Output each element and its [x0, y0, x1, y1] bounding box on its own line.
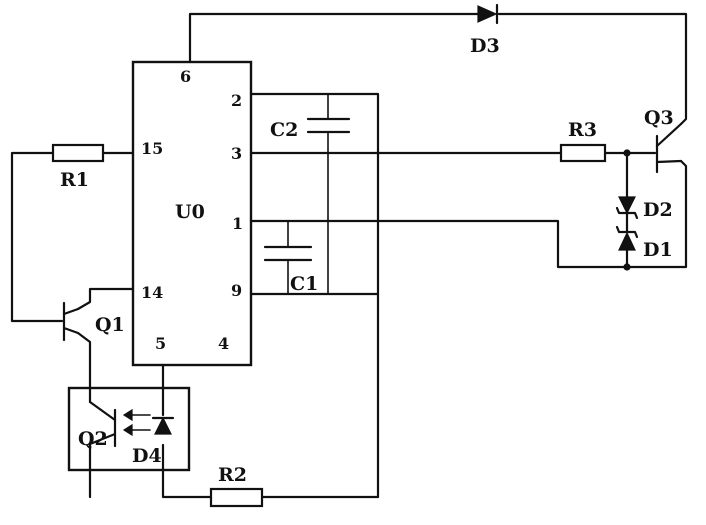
optocoupler: Q2 D4: [67, 386, 191, 472]
r3-body: [559, 143, 607, 163]
diode-d2-d1: D2 D1: [615, 196, 673, 261]
junction-r3-node: [623, 149, 631, 157]
d2-label: D2: [643, 199, 673, 221]
d2-triangle: [618, 196, 636, 215]
light-arrowhead-1: [122, 408, 133, 422]
pin-14-label: 14: [141, 283, 163, 302]
q1-label: Q1: [95, 314, 125, 336]
r3-label: R3: [568, 119, 597, 141]
r2-label: R2: [218, 464, 247, 486]
capacitor-c1: C1: [263, 245, 318, 295]
q1-collector: [62, 307, 80, 316]
wire-pin1-loop: [249, 159, 688, 269]
wire-pin6-d3: [188, 12, 480, 64]
pin-3-label: 3: [231, 144, 242, 163]
q2-emitter: [88, 432, 117, 446]
resistor-r3: R3: [559, 119, 607, 163]
pin-9-label: 9: [231, 281, 242, 300]
d1-triangle: [618, 231, 636, 251]
q1-emitter: [62, 326, 80, 335]
pin-6-label: 6: [180, 67, 191, 86]
junction-d1-node: [623, 263, 631, 271]
d3-label: D3: [470, 35, 500, 57]
pin-4-label: 4: [218, 334, 229, 353]
c1-label: C1: [290, 273, 318, 295]
wire-pin14-q1: [76, 287, 135, 311]
wire-pin2-rail: [249, 92, 380, 499]
transistor-q3: Q3: [644, 107, 683, 174]
resistor-r1: R1: [51, 143, 105, 191]
ic-label: U0: [175, 201, 205, 223]
q3-label: Q3: [644, 107, 674, 129]
d4-label: D4: [132, 445, 162, 467]
diode-d3: D3: [470, 3, 500, 57]
pin-2-label: 2: [231, 91, 242, 110]
q3-emitter: [655, 122, 683, 148]
transistor-q1: Q1: [62, 301, 125, 342]
d4-triangle: [154, 416, 172, 435]
resistor-r2: R2: [209, 464, 264, 508]
wire-d4-r2: [161, 443, 213, 499]
wire-r1-leftrail: [10, 151, 64, 323]
q2-label: Q2: [78, 428, 108, 450]
d3-triangle: [477, 5, 498, 23]
wire-q1-q2: [76, 331, 92, 404]
c2-label: C2: [270, 119, 298, 141]
ic-body: [131, 60, 253, 367]
optocoupler-box: [67, 386, 191, 472]
junctions: [623, 149, 631, 271]
light-arrowhead-2: [122, 423, 133, 437]
capacitor-c2: C2: [270, 117, 351, 141]
r1-body: [51, 143, 105, 163]
r2-body: [209, 487, 264, 508]
pin-1-label: 1: [232, 214, 243, 233]
pin-15-label: 15: [141, 139, 163, 158]
ic-u0: U0 6 2 3 1 9 15 14 5 4: [131, 60, 253, 367]
wire-d3-q3: [497, 12, 688, 126]
pin-5-label: 5: [155, 334, 166, 353]
r1-label: R1: [60, 169, 89, 191]
q2-collector: [88, 400, 117, 422]
wires: [10, 12, 688, 499]
q3-collector: [655, 159, 683, 164]
d1-label: D1: [643, 239, 673, 261]
